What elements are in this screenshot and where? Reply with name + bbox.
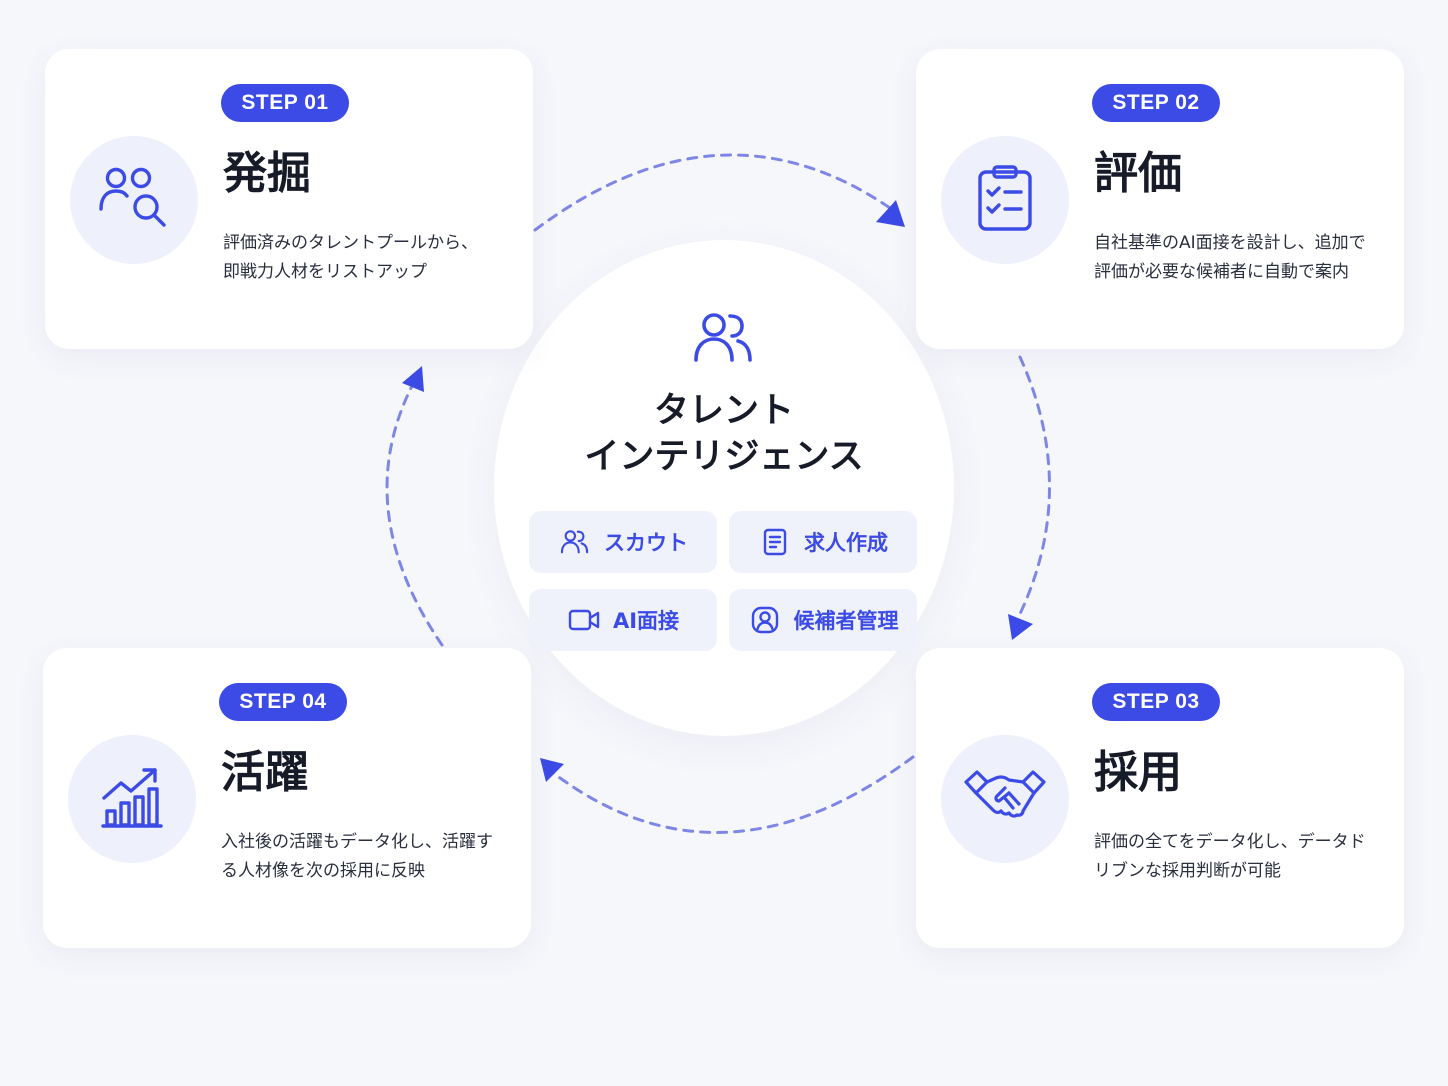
step-title: 活躍 xyxy=(221,747,309,798)
step-badge: STEP 01 xyxy=(221,84,349,122)
users-icon xyxy=(692,308,756,372)
arrowhead-04-01 xyxy=(402,366,424,392)
center-title-line1: タレント xyxy=(653,391,794,431)
step-description-line1: 評価の全てをデータ化し、データド xyxy=(1094,832,1366,852)
document-icon xyxy=(758,525,792,559)
step-icon-circle xyxy=(941,136,1069,264)
feature-pill-candidate-management[interactable]: 候補者管理 xyxy=(729,589,917,651)
users-search-icon xyxy=(98,165,170,235)
step-icon-circle xyxy=(70,136,198,264)
step-description-line2: 即戦力人材をリストアップ xyxy=(223,262,427,282)
feature-pill-label: 求人作成 xyxy=(804,531,888,555)
user-circle-icon xyxy=(748,603,782,637)
feature-pill-job-posting[interactable]: 求人作成 xyxy=(729,511,917,573)
step-card-01: STEP 01 発掘 評価済みのタレントプールから、 即戦力人材をリストアップ xyxy=(45,49,533,349)
center-title: タレント インテリジェンス xyxy=(560,388,888,480)
arrow-path-02-03 xyxy=(1016,355,1051,620)
center-title-line2: インテリジェンス xyxy=(584,437,864,477)
step-description-line1: 評価済みのタレントプールから、 xyxy=(223,233,478,253)
step-description-line2: リブンな採用判断が可能 xyxy=(1094,861,1281,881)
feature-pill-label: AI面接 xyxy=(612,609,680,633)
step-icon-circle xyxy=(68,735,196,863)
feature-pill-label: スカウト xyxy=(604,531,688,555)
step-description-line2: る人材像を次の採用に反映 xyxy=(221,861,425,881)
video-camera-icon xyxy=(567,603,601,637)
step-card-02: STEP 02 評価 自社基準のAI面接を設計し、追加で 評価が必要な候補者に自… xyxy=(916,49,1404,349)
step-title: 評価 xyxy=(1094,148,1182,199)
arrow-path-04-01 xyxy=(385,384,444,647)
feature-pill-scout[interactable]: スカウト xyxy=(529,511,717,573)
users-icon xyxy=(558,525,592,559)
growth-chart-icon xyxy=(101,765,163,833)
arrowhead-02-03 xyxy=(1008,614,1033,640)
arrow-path-01-02 xyxy=(533,153,892,232)
step-title: 発掘 xyxy=(223,148,311,199)
step-badge: STEP 04 xyxy=(219,683,347,721)
step-description-line2: 評価が必要な候補者に自動で案内 xyxy=(1094,262,1349,282)
arrowhead-01-02 xyxy=(876,200,905,227)
step-description: 評価済みのタレントプールから、 即戦力人材をリストアップ xyxy=(223,229,523,287)
feature-pill-label: 候補者管理 xyxy=(793,609,899,633)
step-badge: STEP 03 xyxy=(1092,683,1220,721)
step-icon-circle xyxy=(941,735,1069,863)
step-card-04: STEP 04 活躍 入社後の活躍もデータ化し、活躍す る人材像を次の採用に反映 xyxy=(43,648,531,948)
handshake-icon xyxy=(963,766,1047,832)
step-card-03: STEP 03 採用 評価の全てをデータ化し、データド リブンな採用判断が可能 xyxy=(916,648,1404,948)
arrowhead-03-04 xyxy=(540,758,564,782)
step-badge: STEP 02 xyxy=(1092,84,1220,122)
step-description: 入社後の活躍もデータ化し、活躍す る人材像を次の採用に反映 xyxy=(221,828,521,886)
step-description: 評価の全てをデータ化し、データド リブンな採用判断が可能 xyxy=(1094,828,1394,886)
feature-pill-ai-interview[interactable]: AI面接 xyxy=(529,589,717,651)
arrow-path-03-04 xyxy=(550,755,915,834)
step-description-line1: 自社基準のAI面接を設計し、追加で xyxy=(1094,233,1366,253)
step-title: 採用 xyxy=(1094,747,1182,798)
step-description: 自社基準のAI面接を設計し、追加で 評価が必要な候補者に自動で案内 xyxy=(1094,229,1394,287)
step-description-line1: 入社後の活躍もデータ化し、活躍す xyxy=(221,832,493,852)
clipboard-check-icon xyxy=(977,164,1033,236)
